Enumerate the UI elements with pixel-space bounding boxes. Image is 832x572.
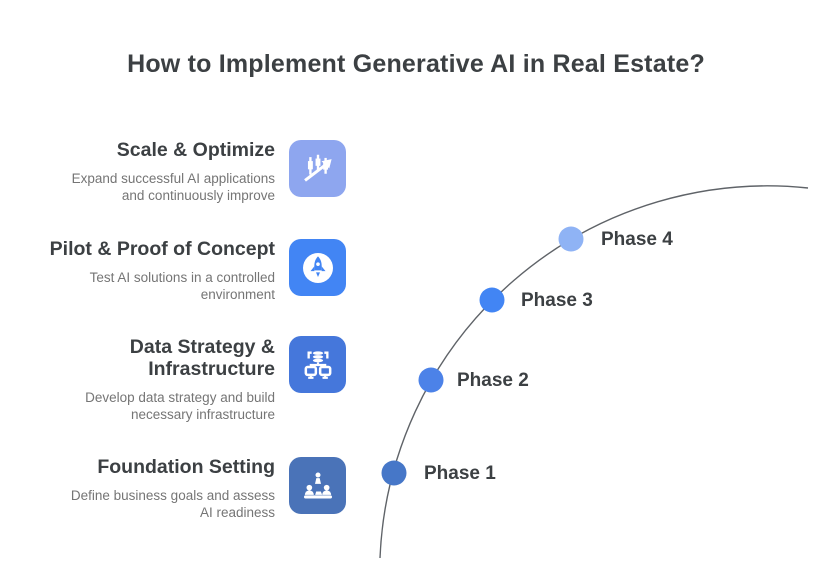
step-description: Test AI solutions in a controlled enviro… [89, 270, 275, 302]
step-description: Define business goals and assess AI read… [70, 488, 275, 520]
strategy-meeting-icon [289, 457, 346, 514]
growth-chart-icon-svg [303, 154, 332, 182]
growth-chart-icon [289, 140, 346, 197]
step-description: Develop data strategy and build necessar… [85, 390, 275, 422]
step-data-strategy-infrastructure: Data Strategy & Infrastructure Develop d… [25, 336, 346, 423]
step-scale-optimize: Scale & Optimize Expand successful AI ap… [25, 139, 346, 204]
phase-4-label: Phase 4 [601, 229, 673, 250]
phase-4-dot [558, 226, 584, 252]
step-text: Scale & Optimize Expand successful AI ap… [25, 139, 275, 204]
step-description: Expand successful AI applications and co… [71, 171, 275, 203]
phase-1-label: Phase 1 [424, 463, 496, 484]
strategy-meeting-icon-svg [303, 472, 332, 498]
step-text: Data Strategy & Infrastructure Develop d… [25, 336, 275, 423]
phase-2-label: Phase 2 [457, 370, 529, 391]
step-pilot-proof-of-concept: Pilot & Proof of Concept Test AI solutio… [25, 238, 346, 303]
step-text: Pilot & Proof of Concept Test AI solutio… [25, 238, 275, 303]
step-text: Foundation Setting Define business goals… [25, 456, 275, 521]
step-heading: Scale & Optimize [116, 139, 275, 161]
database-network-icon-svg [304, 350, 331, 379]
page-title: How to Implement Generative AI in Real E… [127, 50, 705, 78]
timeline-curve [379, 185, 809, 559]
step-foundation-setting: Foundation Setting Define business goals… [25, 456, 346, 521]
step-heading: Pilot & Proof of Concept [49, 238, 275, 260]
phase-3-label: Phase 3 [521, 290, 593, 311]
step-heading: Data Strategy & Infrastructure [129, 336, 275, 380]
rocket-icon [289, 239, 346, 296]
database-network-icon [289, 336, 346, 393]
phase-3-dot [479, 287, 505, 313]
phase-2-dot [418, 367, 444, 393]
phase-1-dot [381, 460, 407, 486]
step-heading: Foundation Setting [97, 456, 275, 478]
rocket-icon-svg [302, 252, 333, 283]
